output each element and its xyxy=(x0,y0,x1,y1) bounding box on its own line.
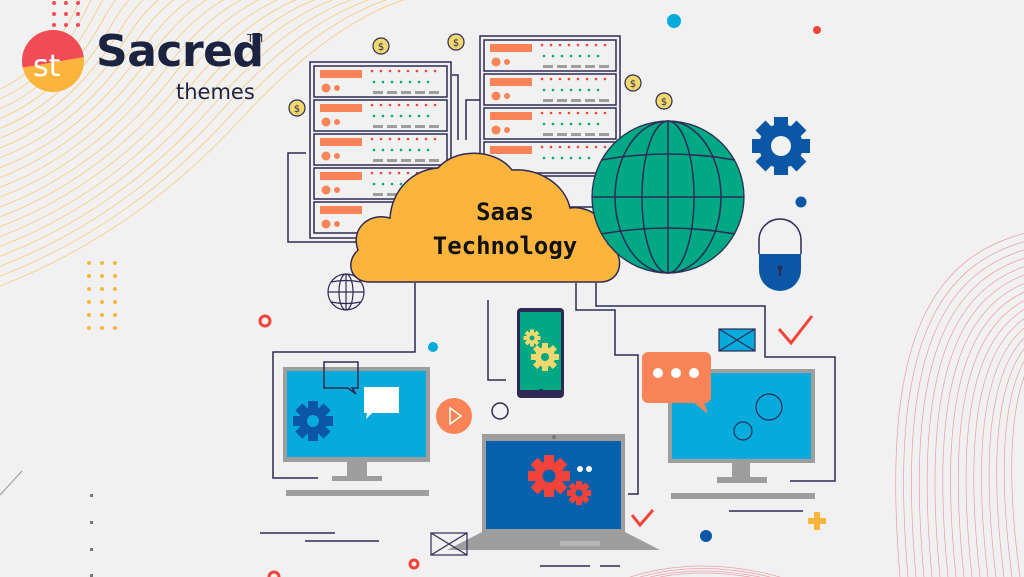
server-unit xyxy=(313,65,448,98)
cloud-title-line1: Saas xyxy=(476,198,534,226)
brand-subtitle: themes xyxy=(176,80,255,104)
brand-trademark: TM xyxy=(247,32,264,45)
globe-icon xyxy=(591,120,745,274)
svg-text:$: $ xyxy=(453,38,459,49)
circuit-lines xyxy=(260,74,836,567)
small-globe-icon xyxy=(327,273,365,311)
monitor-icon-left xyxy=(283,361,430,496)
laptop-icon xyxy=(447,434,660,550)
decorative-waves-top-left xyxy=(0,0,405,287)
padlock-icon xyxy=(758,218,802,291)
decorative-slash xyxy=(0,470,23,496)
decorative-waves-bottom xyxy=(629,565,781,577)
smartphone-icon xyxy=(517,308,564,398)
cloud-title: Saas Technology xyxy=(405,195,605,263)
decorative-dot-grid-red xyxy=(52,1,80,27)
envelope-icon xyxy=(430,532,468,556)
decorative-dot-grid-orange xyxy=(87,261,117,330)
gear-icon xyxy=(531,343,559,371)
gear-icon xyxy=(293,401,333,441)
gear-icon xyxy=(752,117,810,175)
decorative-waves-right xyxy=(895,233,1024,577)
svg-text:$: $ xyxy=(294,104,300,115)
cloud-title-line2: Technology xyxy=(432,232,578,260)
brand-name: Sacred xyxy=(96,26,264,77)
svg-text:$: $ xyxy=(630,79,636,90)
gear-icon xyxy=(528,455,570,497)
chat-bubble-icon xyxy=(323,361,399,419)
dollar-coin-icon: $ $ $ $ $ xyxy=(288,33,673,117)
svg-text:$: $ xyxy=(661,97,667,108)
plus-icon xyxy=(808,512,826,530)
play-icon xyxy=(436,398,472,434)
gear-icon xyxy=(523,329,541,347)
decorative-grey-dots xyxy=(90,494,93,577)
monitor-icon-right xyxy=(642,352,815,499)
checkmark-icon xyxy=(630,315,814,528)
gear-icon xyxy=(733,393,783,441)
svg-text:$: $ xyxy=(378,42,384,53)
chat-bubble-icon xyxy=(642,352,711,414)
svg-text:st: st xyxy=(33,49,61,84)
gear-icon xyxy=(567,481,591,505)
envelope-icon xyxy=(718,328,756,352)
decorative-dots xyxy=(258,14,821,577)
brand-logo-mark: st xyxy=(22,30,84,92)
